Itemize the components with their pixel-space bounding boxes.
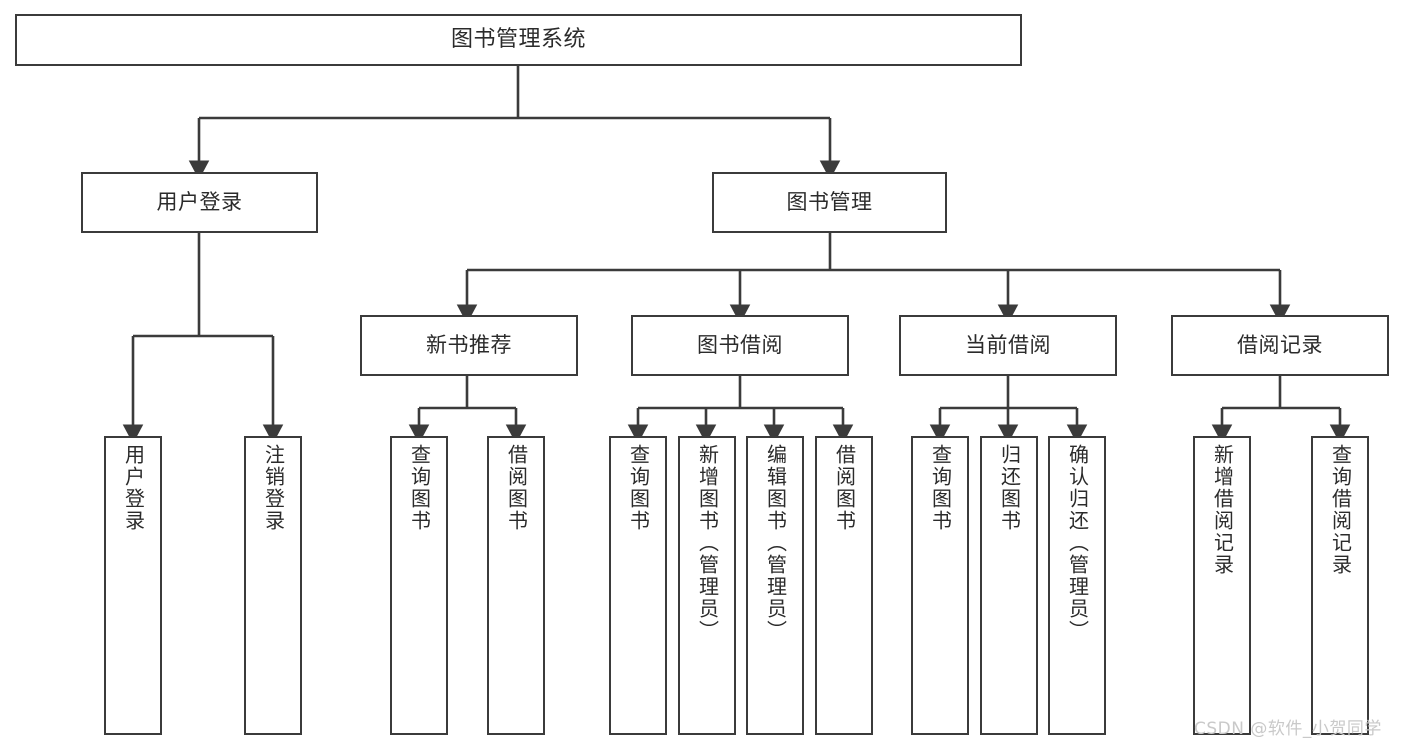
node-label: 借阅图书 bbox=[504, 444, 529, 532]
node-label: 查询借阅记录 bbox=[1328, 444, 1353, 576]
node-label: 当前借阅 bbox=[965, 333, 1051, 358]
node-label: 用户登录 bbox=[156, 190, 243, 215]
node-leaf-borrow-book[interactable]: 借阅图书 bbox=[815, 436, 873, 735]
node-leaf-confirm-return[interactable]: 确认归还（管理员） bbox=[1048, 436, 1106, 735]
node-label: 查询图书 bbox=[407, 444, 432, 532]
node-user-login[interactable]: 用户登录 bbox=[81, 172, 318, 233]
node-new-book-recommend[interactable]: 新书推荐 bbox=[360, 315, 578, 376]
watermark: CSDN @软件_小贺同学 bbox=[1194, 719, 1382, 739]
node-label: 图书借阅 bbox=[697, 333, 783, 358]
node-leaf-logout-login[interactable]: 注销登录 bbox=[244, 436, 302, 735]
node-label: 新增图书（管理员） bbox=[695, 444, 720, 642]
node-borrow-record[interactable]: 借阅记录 bbox=[1171, 315, 1389, 376]
node-label: 查询图书 bbox=[928, 444, 953, 532]
node-leaf-user-login[interactable]: 用户登录 bbox=[104, 436, 162, 735]
node-label: 图书管理系统 bbox=[450, 27, 586, 53]
node-current-borrow[interactable]: 当前借阅 bbox=[899, 315, 1117, 376]
node-leaf-add-book[interactable]: 新增图书（管理员） bbox=[678, 436, 736, 735]
node-leaf-add-borrow-record[interactable]: 新增借阅记录 bbox=[1193, 436, 1251, 735]
node-leaf-edit-book[interactable]: 编辑图书（管理员） bbox=[746, 436, 804, 735]
node-book-borrow[interactable]: 图书借阅 bbox=[631, 315, 849, 376]
node-leaf-return-book[interactable]: 归还图书 bbox=[980, 436, 1038, 735]
node-leaf-borrow-book-recommend[interactable]: 借阅图书 bbox=[487, 436, 545, 735]
node-label: 借阅图书 bbox=[832, 444, 857, 532]
node-leaf-query-book-recommend[interactable]: 查询图书 bbox=[390, 436, 448, 735]
node-label: 查询图书 bbox=[626, 444, 651, 532]
node-book-manage[interactable]: 图书管理 bbox=[712, 172, 947, 233]
node-label: 归还图书 bbox=[997, 444, 1022, 532]
node-label: 图书管理 bbox=[786, 190, 873, 215]
node-label: 新增借阅记录 bbox=[1210, 444, 1235, 576]
node-label: 注销登录 bbox=[261, 444, 286, 532]
node-leaf-query-borrow-record[interactable]: 查询借阅记录 bbox=[1311, 436, 1369, 735]
node-label: 确认归还（管理员） bbox=[1065, 444, 1090, 642]
node-leaf-query-book-current[interactable]: 查询图书 bbox=[911, 436, 969, 735]
node-book-management-system[interactable]: 图书管理系统 bbox=[15, 14, 1022, 66]
node-label: 新书推荐 bbox=[426, 333, 512, 358]
node-label: 借阅记录 bbox=[1237, 333, 1323, 358]
node-leaf-query-book-borrow[interactable]: 查询图书 bbox=[609, 436, 667, 735]
node-label: 编辑图书（管理员） bbox=[763, 444, 788, 642]
node-label: 用户登录 bbox=[121, 444, 146, 532]
